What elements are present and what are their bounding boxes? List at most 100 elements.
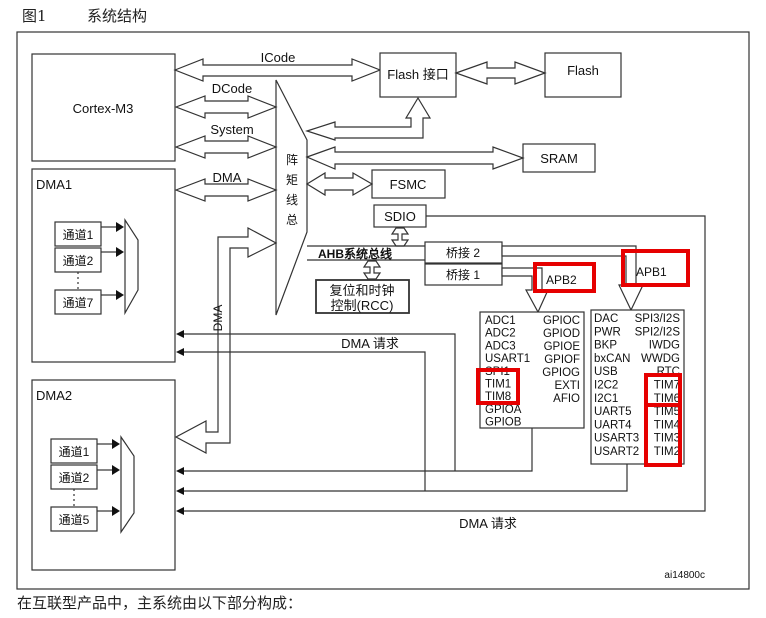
peripheral-exti: EXTI xyxy=(554,380,580,392)
peripheral-pwr: PWR xyxy=(594,326,621,338)
sdio-dma-request-line xyxy=(426,215,706,462)
apb2-highlight xyxy=(533,262,596,293)
peripheral-gpioe: GPIOE xyxy=(544,341,581,353)
peripheral-usart1: USART1 xyxy=(485,353,530,365)
dma-request-label-1: DMA 请求 xyxy=(341,336,399,351)
dcode-label: DCode xyxy=(212,81,252,96)
peripheral-i2c2: I2C2 xyxy=(594,380,618,392)
peripheral-gpioa: GPIOA xyxy=(485,404,522,416)
peripheral-tim4: TIM4 xyxy=(654,419,681,431)
dma2-label: DMA2 xyxy=(36,388,72,403)
sram-bus-arrow xyxy=(305,146,525,170)
figure-number: 图1 xyxy=(22,7,47,25)
figure-caption: 图1 系统结构 xyxy=(22,5,147,26)
sram-label: SRAM xyxy=(540,151,578,166)
peripheral-gpiob: GPIOB xyxy=(485,417,522,429)
dma1-arbiter xyxy=(124,217,139,316)
peripheral-gpiod: GPIOD xyxy=(543,328,580,340)
dma1-channel-7 xyxy=(54,289,102,315)
fsmc-bus-arrow xyxy=(305,171,374,197)
dma2-channel-2-label: 通道2 xyxy=(59,471,90,485)
dma2-channel-1 xyxy=(50,438,98,464)
matrix-to-flash-arrow xyxy=(305,96,432,141)
dma-vertical-label: DMA xyxy=(211,305,225,332)
fsmc-label: FSMC xyxy=(390,177,427,192)
apb1-highlight xyxy=(621,249,690,287)
cortex-m3-label: Cortex-M3 xyxy=(73,101,134,116)
dma1-channel-1 xyxy=(54,221,102,247)
flash-interface-label: Flash 接口 xyxy=(387,67,448,82)
peripheral-tim1: TIM1 xyxy=(485,379,511,391)
dma2-arbiter xyxy=(120,435,135,534)
dma1-channel-2-label: 通道2 xyxy=(63,254,94,268)
peripheral-usb: USB xyxy=(594,366,618,378)
flash-bus-arrow xyxy=(454,61,547,85)
dma1-channel-7-label: 通道7 xyxy=(63,296,94,310)
peripheral-i2c1: I2C1 xyxy=(594,393,618,405)
peripheral-wwdg: WWDG xyxy=(641,353,680,365)
dma1-channel-arrows xyxy=(101,222,124,300)
rcc-ahb-arrow xyxy=(362,260,382,280)
dma2-channel-1-label: 通道1 xyxy=(59,445,90,459)
peripheral-spi2-i2s: SPI2/I2S xyxy=(635,326,681,338)
flash-label: Flash xyxy=(567,63,599,78)
svg-text:阵: 阵 xyxy=(286,153,298,167)
bridge-1-label: 桥接 1 xyxy=(446,267,480,282)
peripheral-bxcan: bxCAN xyxy=(594,353,630,365)
dma1-request-lines xyxy=(176,330,456,491)
rcc-block xyxy=(315,279,410,314)
tim1-tim8-highlight xyxy=(476,368,520,405)
system-bus-arrow xyxy=(174,135,278,159)
tim2-tim5-highlight xyxy=(644,403,682,467)
dma1-block xyxy=(31,168,176,363)
peripheral-tim8: TIM8 xyxy=(485,391,511,403)
footer-text: 在互联型产品中，主系统由以下部分构成： xyxy=(17,594,303,612)
rcc-label-line2: 控制(RCC) xyxy=(331,298,394,313)
peripheral-dac: DAC xyxy=(594,313,618,325)
peripheral-uart5: UART5 xyxy=(594,406,632,418)
flash-block xyxy=(544,52,622,98)
peripheral-tim3: TIM3 xyxy=(654,433,680,445)
dma2-channel-arrows xyxy=(97,439,120,516)
dma-bus-label: DMA xyxy=(213,170,242,185)
peripheral-tim5: TIM5 xyxy=(654,406,680,418)
ahb-bus-label: AHB系统总线 xyxy=(318,246,392,261)
dma2-bus-arrow xyxy=(174,226,278,454)
peripheral-iwdg: IWDG xyxy=(649,340,680,352)
cortex-m3-block xyxy=(31,53,176,162)
rcc-label-line1: 复位和时钟 xyxy=(329,283,394,298)
apb1-label: APB1 xyxy=(636,265,667,279)
peripheral-tim2: TIM2 xyxy=(654,446,680,458)
peripheral-usart3: USART3 xyxy=(594,433,639,445)
dma1-channel-1-label: 通道1 xyxy=(63,228,94,242)
figure-title: 系统结构 xyxy=(87,7,148,25)
peripheral-adc3: ADC3 xyxy=(485,340,516,352)
dma1-label: DMA1 xyxy=(36,177,72,192)
peripheral-gpioc: GPIOC xyxy=(543,315,580,327)
peripheral-bkp: BKP xyxy=(594,340,617,352)
svg-text:线: 线 xyxy=(286,193,298,207)
peripheral-gpiog: GPIOG xyxy=(542,367,580,379)
bridge-2-label: 桥接 2 xyxy=(446,245,480,260)
svg-text:总: 总 xyxy=(286,213,298,227)
peripheral-tim6: TIM6 xyxy=(654,393,680,405)
svg-text:矩: 矩 xyxy=(286,173,298,187)
dma-bus-arrow xyxy=(174,178,278,202)
peripheral-adc1: ADC1 xyxy=(485,315,516,327)
peripheral-afio: AFIO xyxy=(553,393,580,405)
peripheral-usart2: USART2 xyxy=(594,446,639,458)
peripheral-tim7: TIM7 xyxy=(654,380,680,392)
dma2-request-lines xyxy=(176,428,706,515)
dcode-bus-arrow xyxy=(174,95,278,119)
dma2-channel-5 xyxy=(50,506,98,532)
system-bus-label: System xyxy=(210,122,253,137)
bus-matrix xyxy=(275,79,308,316)
peripheral-uart4: UART4 xyxy=(594,419,632,431)
sdio-label: SDIO xyxy=(384,209,416,224)
figure-id: ai14800c xyxy=(664,570,705,581)
icode-label: ICode xyxy=(261,50,296,65)
bus-matrix-label: 阵 矩 线 总 xyxy=(286,153,298,227)
peripheral-adc2: ADC2 xyxy=(485,328,516,340)
